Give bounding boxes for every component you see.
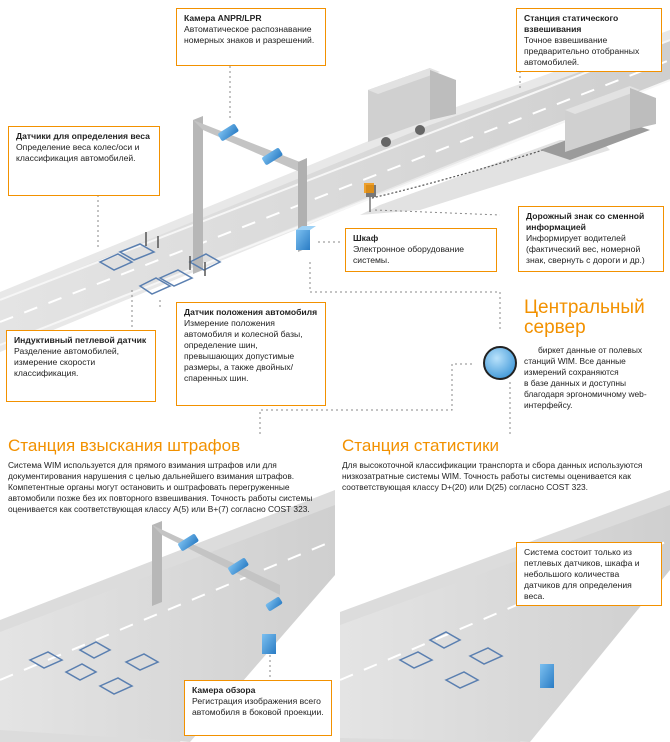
stats-cabinet-icon — [540, 664, 554, 688]
loop-sensors-stats — [398, 631, 504, 689]
stats-station-road — [339, 490, 670, 742]
callout-overview-text: Регистрация изображения всего автомобиля… — [192, 696, 324, 717]
callout-anpr-title: Камера ANPR/LPR — [184, 13, 262, 23]
stats-station-heading: Станция статистики — [342, 436, 500, 455]
server-text-line3: измерений сохраняются — [524, 366, 619, 377]
callout-loop-text: Разделение автомобилей, измерение скорос… — [14, 346, 120, 378]
callout-system-text: Система состоит только из петлевых датчи… — [524, 547, 640, 601]
callout-cabinet-title: Шкаф — [353, 233, 379, 243]
callout-static-title: Станция статического взвешивания — [524, 13, 619, 34]
fine-camera-icon — [178, 534, 283, 611]
callout-position-text: Измерение положения автомобиля и колесно… — [184, 318, 303, 383]
callout-static: Станция статического взвешивания Точное … — [516, 8, 662, 72]
callout-weight-sensors-title: Датчики для определения веса — [16, 131, 150, 141]
callout-position: Датчик положения автомобиля Измерение по… — [176, 302, 326, 406]
server-text-line2: станций WIM. Все данные — [524, 355, 626, 366]
fine-station-heading: Станция взыскания штрафов — [8, 436, 241, 455]
callout-static-text: Точное взвешивание предварительно отобра… — [524, 35, 640, 67]
server-description: биркет данные от полевых станций WIM. Вс… — [524, 345, 664, 411]
server-title-line2: сервер — [524, 316, 586, 338]
loop-sensors-fine — [28, 641, 160, 695]
server-title-line1: Центральный — [524, 297, 645, 318]
callout-vms-text: Информирует водителей (фактический вес, … — [526, 233, 645, 265]
callout-cabinet: Шкаф Электронное оборудование системы. — [345, 228, 497, 272]
callout-cabinet-text: Электронное оборудование системы. — [353, 244, 465, 265]
callout-position-title: Датчик положения автомобиля — [184, 307, 318, 317]
truck-static-icon — [540, 86, 656, 160]
anpr-camera-icon — [218, 124, 283, 165]
callout-anpr-text: Автоматическое распознавание номерных зн… — [184, 24, 315, 45]
server-icon — [483, 346, 517, 380]
fine-station-text: Система WIM используется для прямого взи… — [8, 460, 313, 515]
callout-loop-title: Индуктивный петлевой датчик — [14, 335, 147, 345]
connector-lines — [97, 66, 521, 680]
server-text-line6: интерфейсу. — [524, 399, 573, 410]
fine-cabinet-icon — [262, 634, 276, 654]
callout-weight-sensors: Датчики для определения веса Определение… — [8, 126, 160, 196]
callout-system: Система состоит только из петлевых датчи… — [516, 542, 662, 606]
callout-vms: Дорожный знак со сменной информацией Инф… — [518, 206, 664, 272]
loop-sensors-top — [98, 243, 222, 295]
server-text-line1: биркет данные от полевых — [538, 345, 643, 355]
cabinet-icon — [296, 226, 316, 250]
callout-overview: Камера обзора Регистрация изображения вс… — [184, 680, 332, 736]
truck-icon — [368, 68, 456, 147]
callout-weight-sensors-text: Определение веса колес/оси и классификац… — [16, 142, 140, 163]
server-text-line5: благодаря эргономичному web- — [524, 388, 647, 399]
server-title: Центральный сервер — [524, 298, 645, 338]
stats-station-text: Для высокоточной классификации транспорт… — [342, 460, 643, 493]
callout-overview-title: Камера обзора — [192, 685, 256, 695]
vms-sign-icon — [364, 183, 376, 212]
callout-loop: Индуктивный петлевой датчик Разделение а… — [6, 330, 156, 402]
weight-sensor-posts — [145, 232, 206, 276]
callout-vms-title: Дорожный знак со сменной информацией — [526, 211, 645, 232]
server-text-line4: в базе данных и доступны — [524, 377, 627, 388]
main-road — [0, 30, 670, 352]
callout-anpr: Камера ANPR/LPR Автоматическое распознав… — [176, 8, 326, 66]
